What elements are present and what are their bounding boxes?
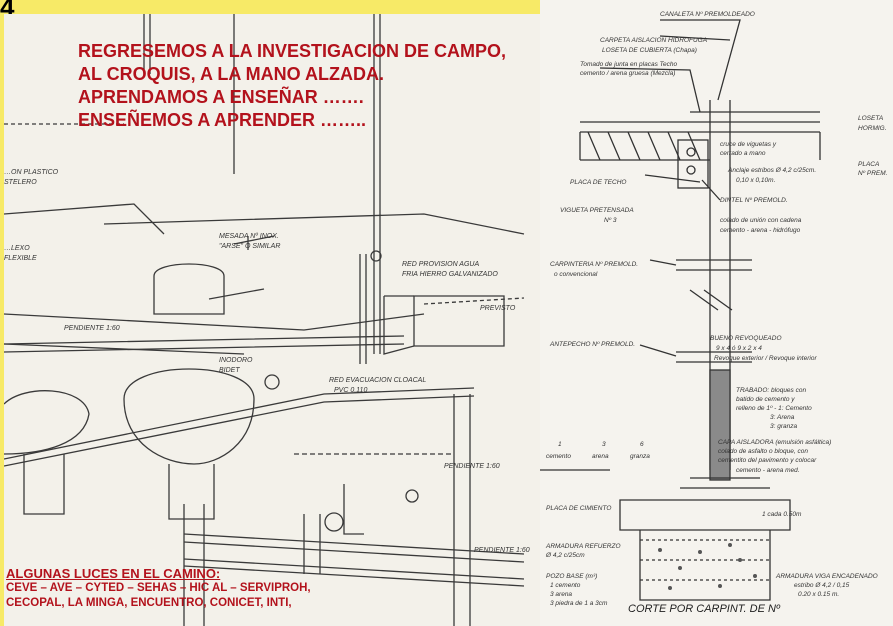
label-placa-prem: Nº PREM. [858, 170, 888, 177]
label-armadura-viga: ARMADURA VIGA ENCADENADO [775, 573, 878, 580]
headline-line-2: AL CROQUIS, A LA MANO ALZADA. [78, 64, 384, 84]
label-cruce: cruce de viguetas y [720, 141, 777, 148]
label-bidet: BIDET [219, 367, 240, 374]
luces-line-2: CECOPAL, LA MINGA, ENCUENTRO, CONICET, I… [6, 597, 292, 609]
luces-line-1: CEVE – AVE – CYTED – SEHAS – HIC AL – SE… [6, 582, 311, 594]
luces-block: ALGUNAS LUCES EN EL CAMINO: CEVE – AVE –… [6, 566, 526, 611]
label-bueno-2: 9 x 4 ó 9 x 2 x 4 [716, 345, 762, 352]
label-dosif-4: cemento [546, 453, 571, 460]
label-cota: 1 cada 0.50m [762, 511, 802, 518]
label-capa: CAPA AISLADORA (emulsión asfáltica) [718, 439, 831, 446]
label-dintel: DINTEL Nº PREMOLD. [720, 197, 788, 204]
label-vigueta-2: Nº 3 [604, 217, 617, 224]
label-pendiente-3: PENDIENTE 1:60 [64, 325, 120, 332]
label-red-cloacal-2: PVC 0,110 [334, 387, 367, 394]
label-vigueta: VIGUETA PRETENSADA [560, 207, 634, 214]
label-tomado: Tomado de junta en placas Techo [580, 61, 677, 68]
label-armadura-viga-2: estribo Ø 4,2 / 0,15 [794, 582, 850, 589]
label-inodoro: INODORO [219, 357, 253, 364]
wall-section-image: CANALETA Nº PREMOLDEADO CARPETA AISLACIO… [540, 0, 893, 626]
label-placa: PLACA [858, 161, 879, 168]
label-antepecho: ANTEPECHO Nº PREMOLD. [549, 341, 635, 348]
label-placa-techo: PLACA DE TECHO [570, 179, 626, 186]
label-trabado-3: relleno de 1º - 1: Cemento [736, 405, 812, 412]
label-trabado-4: 3: Arena [770, 414, 795, 421]
label-bueno: BUENO REVOQUEADO [710, 335, 782, 342]
label-dosif-5: arena [592, 453, 609, 460]
label-armadura: ARMADURA REFUERZO [545, 543, 621, 550]
label-carpinteria: CARPINTERIA Nº PREMOLD. [550, 261, 638, 268]
label-red-agua: RED PROVISION AGUA [402, 261, 479, 268]
label-armadura-viga-3: 0.20 x 0.15 m. [798, 591, 839, 598]
label-dosif-2: 3 [602, 441, 606, 448]
headline-line-3: APRENDAMOS A ENSEÑAR ……. [78, 87, 364, 107]
headline: REGRESEMOS A LA INVESTIGACION DE CAMPO, … [78, 40, 548, 132]
label-anclaje: Anclaje estribos Ø 4,2 c/25cm. [727, 167, 816, 174]
label-flexible-2: FLEXIBLE [4, 255, 37, 262]
label-bueno-3: Revoque exterior / Revoque interior [714, 355, 817, 362]
luces-title: ALGUNAS LUCES EN EL CAMINO: [6, 566, 221, 581]
label-trabado: TRABADO: bloques con [736, 387, 806, 394]
wall-section-drawing: CANALETA Nº PREMOLDEADO CARPETA AISLACIO… [540, 11, 888, 615]
label-armadura-2: Ø 4,2 c/25cm [545, 552, 585, 559]
label-hormig: HORMIG. [858, 125, 887, 132]
label-carpeta: CARPETA AISLACION HIDROFUGA [600, 37, 707, 44]
label-colado: colado de unión con cadena [720, 217, 802, 224]
label-losa: LOSETA DE CUBIERTA (Chapa) [602, 47, 697, 54]
plumbing-sketch-image: …ON PLASTICO STELERO …LEXO FLEXIBLE MESA… [4, 14, 540, 626]
label-mesada-2: "ARSE" O SIMILAR [219, 243, 280, 250]
label-dosif-1: 1 [558, 441, 562, 448]
plumbing-sketch-drawing: …ON PLASTICO STELERO …LEXO FLEXIBLE MESA… [4, 14, 530, 626]
label-pozo: POZO BASE (m³) [546, 573, 597, 580]
label-previsto: PREVISTO [480, 305, 516, 312]
label-anclaje-2: 0,10 x 0,10m. [736, 177, 776, 184]
label-pozo-2: 1 cemento [550, 582, 581, 589]
label-capa-2: colado de asfalto o bloque, con [718, 448, 808, 455]
section-caption: CORTE POR CARPINT. DE Nº [628, 603, 781, 615]
label-placa-cimiento: PLACA DE CIMIENTO [546, 505, 611, 512]
label-trabado-2: batido de cemento y [736, 396, 795, 403]
label-colado-2: cemento - arena - hidrófugo [720, 227, 801, 234]
label-trabado-5: 3: granza [770, 423, 797, 430]
label-mesada: MESADA Nº INOX. [219, 233, 279, 240]
label-red-agua-2: FRIA HIERRO GALVANIZADO [402, 271, 498, 278]
label-cruce-2: cerrado a mano [720, 150, 766, 157]
label-dosif-3: 6 [640, 441, 644, 448]
label-dosif-6: granza [630, 453, 650, 460]
label-tomado-2: cemento / arena gruesa (Mezcla) [580, 70, 675, 77]
label-pendiente-2: PENDIENTE 1:60 [474, 547, 530, 554]
label-tubo-plastico: …ON PLASTICO [4, 169, 59, 176]
label-canaleta: CANALETA Nº PREMOLDEADO [660, 11, 755, 18]
label-capa-3: cementito del pavimento y colocar [718, 457, 817, 464]
headline-line-1: REGRESEMOS A LA INVESTIGACION DE CAMPO, [78, 41, 507, 61]
label-carpinteria-2: o convencional [554, 271, 598, 278]
label-red-cloacal: RED EVACUACION CLOACAL [329, 377, 426, 384]
label-pozo-3: 3 arena [550, 591, 572, 598]
label-tubo-plastico-2: STELERO [4, 179, 37, 186]
headline-line-4: ENSEÑEMOS A APRENDER …….. [78, 110, 367, 130]
label-capa-4: cemento - arena med. [736, 467, 800, 474]
label-pozo-4: 3 piedra de 1 a 3cm [550, 600, 608, 607]
label-loseta: LOSETA [858, 115, 883, 122]
label-flexible: …LEXO [4, 245, 30, 252]
label-pendiente-1: PENDIENTE 1:60 [444, 463, 500, 470]
